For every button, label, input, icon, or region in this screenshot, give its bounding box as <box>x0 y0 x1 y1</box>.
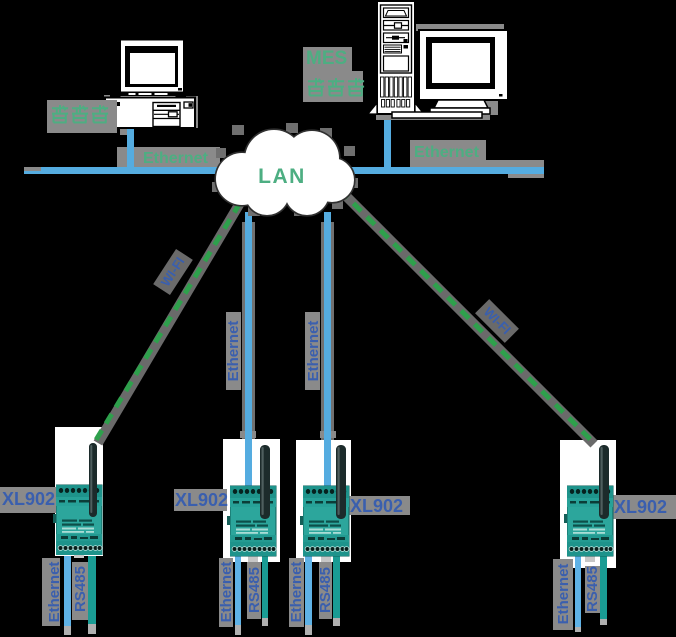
svg-text:LAN: LAN <box>258 165 306 188</box>
